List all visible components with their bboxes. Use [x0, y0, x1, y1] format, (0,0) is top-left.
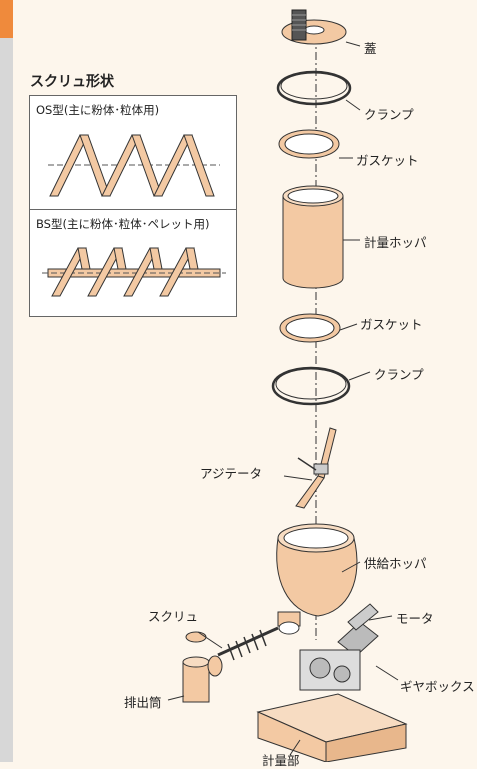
screw-part	[217, 626, 279, 661]
label-clamp-top: クランプ	[364, 107, 414, 122]
clamp-bottom-part	[271, 366, 351, 406]
label-agitator: アジテータ	[200, 466, 263, 481]
label-hopper-meter: 計量ホッパ	[364, 235, 427, 250]
label-gasket-top: ガスケット	[356, 153, 419, 168]
gasket-bottom-part	[279, 313, 341, 343]
left-sidebar-strip	[0, 0, 13, 762]
label-lid: 蓋	[364, 41, 377, 56]
label-gearbox: ギヤボックス	[400, 679, 475, 694]
agitator-part	[295, 427, 337, 509]
label-gasket-bottom: ガスケット	[360, 317, 423, 332]
hopper-meter-part	[282, 185, 344, 289]
label-clamp-bottom: クランプ	[374, 367, 424, 382]
screw-shape-title: スクリュ形状	[30, 74, 114, 90]
label-screw: スクリュ	[148, 609, 199, 624]
supply-hopper-part	[276, 523, 358, 635]
discharge-tube-part	[182, 631, 223, 703]
meter-base-part	[256, 693, 408, 762]
lid-part	[281, 9, 347, 45]
label-supply-hopper: 供給ホッパ	[364, 556, 427, 571]
clamp-top-part	[276, 70, 352, 106]
motor-part	[337, 603, 379, 657]
sidebar-accent-tab	[0, 0, 13, 38]
label-discharge: 排出筒	[124, 695, 162, 710]
label-meter-unit: 計量部	[262, 753, 300, 768]
os-screw-illustration	[48, 134, 220, 197]
screw-shape-panel: OS型(主に粉体･粒体用) BS型(主に粉体･粒体･ペレット用)	[29, 95, 237, 317]
bs-screw-illustration	[42, 247, 226, 297]
gasket-top-part	[278, 129, 340, 159]
bs-type-label: BS型(主に粉体･粒体･ペレット用)	[36, 217, 210, 231]
label-motor: モータ	[396, 611, 434, 626]
gearbox-part	[299, 649, 361, 691]
panel-divider	[30, 209, 236, 210]
os-type-label: OS型(主に粉体･粒体用)	[36, 103, 160, 117]
